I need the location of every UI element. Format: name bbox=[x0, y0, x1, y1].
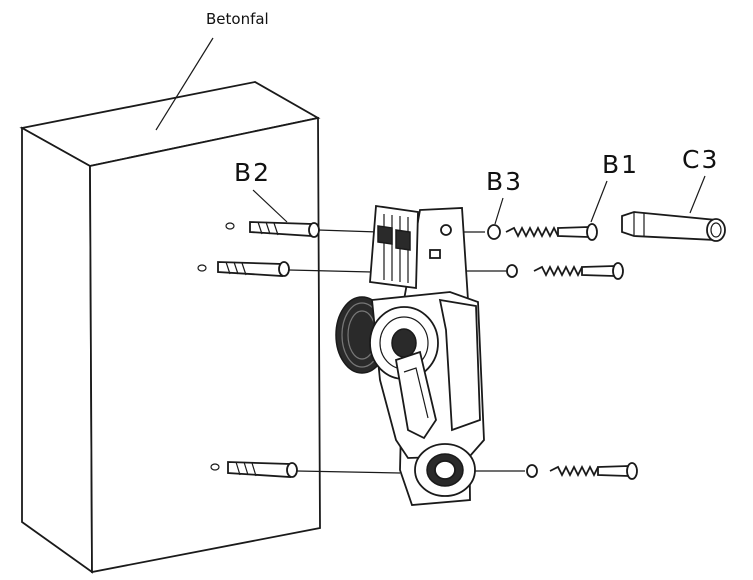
align-line-bottom-left bbox=[296, 470, 401, 474]
c3-leader bbox=[689, 175, 706, 214]
wall-label: Betonfal bbox=[206, 10, 269, 28]
screw-middle bbox=[533, 262, 624, 280]
wall-side-face bbox=[21, 126, 93, 574]
align-line-mid-left bbox=[288, 269, 373, 273]
wall-plug-top bbox=[249, 221, 320, 238]
wall-plug-bottom bbox=[227, 461, 298, 478]
concrete-wall bbox=[19, 81, 321, 574]
washer-top bbox=[487, 224, 501, 240]
screw-top bbox=[505, 223, 598, 241]
hinge-bracket bbox=[335, 204, 485, 506]
b3-label: B3 bbox=[486, 167, 524, 196]
b3-leader bbox=[494, 197, 504, 225]
tube-sleeve bbox=[621, 211, 726, 242]
drill-hole-middle bbox=[197, 264, 207, 272]
wall-plug-middle bbox=[217, 261, 290, 277]
washer-bottom bbox=[526, 464, 538, 478]
clamp-block bbox=[369, 204, 419, 290]
wall-front-face bbox=[89, 116, 321, 574]
align-line-top-left bbox=[317, 229, 379, 233]
wall-label-leader bbox=[155, 37, 214, 131]
b1-label: B1 bbox=[602, 150, 640, 179]
b2-leader bbox=[252, 189, 288, 223]
washer-middle bbox=[506, 264, 518, 278]
b2-label: B2 bbox=[234, 158, 272, 187]
screw-bottom bbox=[549, 462, 638, 480]
c3-label: C3 bbox=[682, 145, 720, 174]
drill-hole-bottom bbox=[210, 463, 220, 471]
b1-leader bbox=[590, 180, 608, 223]
lever-handle bbox=[394, 350, 437, 440]
drill-hole-top bbox=[225, 222, 235, 230]
